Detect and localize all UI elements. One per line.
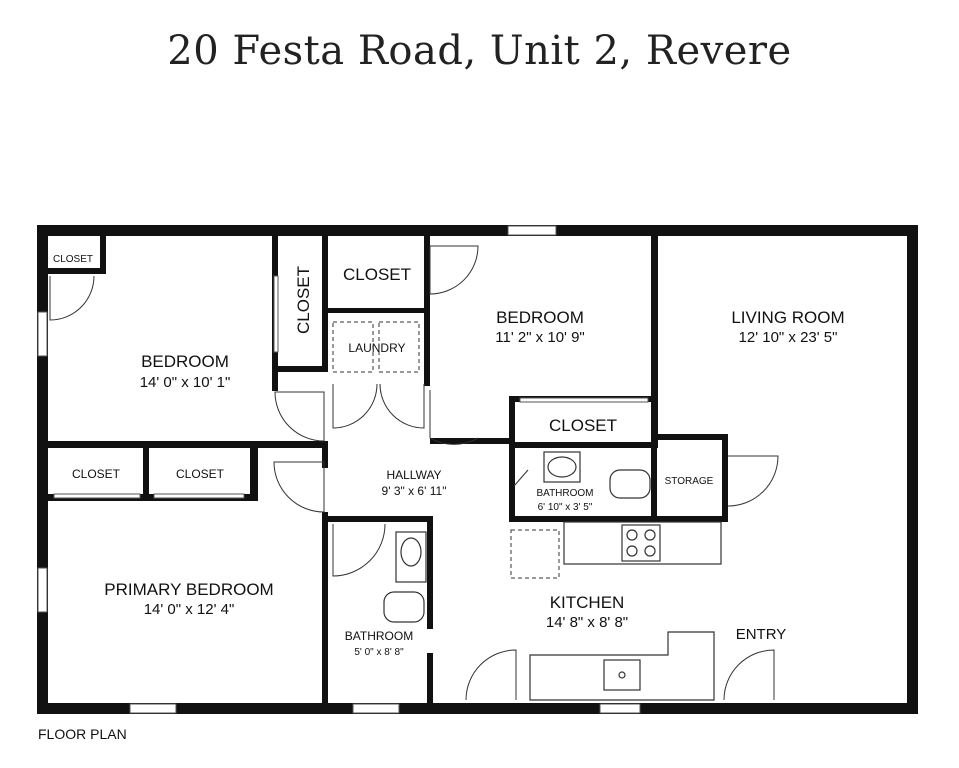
bedroom-left-name: BEDROOM	[141, 352, 229, 371]
fixtures	[383, 451, 722, 701]
living-room-name: LIVING ROOM	[731, 308, 844, 327]
laundry-label: LAUNDRY	[348, 341, 405, 355]
living-room-dims: 12' 10" x 23' 5"	[739, 329, 838, 346]
closet-doors	[53, 275, 649, 499]
closet-top-label: CLOSET	[343, 265, 411, 284]
kitchen-dims: 14' 8" x 8' 8"	[546, 614, 628, 631]
page-title: 20 Festa Road, Unit 2, Revere	[167, 28, 792, 74]
bathroom-upper-dims: 6' 10" x 3' 5"	[538, 502, 593, 513]
room-labels: CLOSET CLOSET CLOSET LAUNDRY BEDROOM 14'…	[53, 254, 845, 658]
hallway-name: HALLWAY	[386, 468, 441, 482]
storage-label: STORAGE	[665, 476, 714, 487]
windows	[37, 225, 641, 714]
closet-small-label: CLOSET	[53, 254, 93, 265]
primary-bedroom-name: PRIMARY BEDROOM	[104, 580, 273, 599]
bathroom-upper-name: BATHROOM	[536, 488, 593, 499]
kitchen-name: KITCHEN	[550, 593, 625, 612]
bathroom-lower-dims: 5' 0" x 8' 8"	[354, 647, 404, 658]
laundry-machines	[332, 321, 420, 373]
closet-vertical-label: CLOSET	[294, 266, 313, 334]
bedroom-left-dims: 14' 0" x 10' 1"	[140, 374, 231, 391]
closet-b-label: CLOSET	[176, 467, 225, 481]
bedroom-center-name: BEDROOM	[496, 308, 584, 327]
hallway-dims: 9' 3" x 6' 11"	[382, 484, 447, 498]
primary-bedroom-dims: 14' 0" x 12' 4"	[144, 601, 235, 618]
closet-a-label: CLOSET	[72, 467, 121, 481]
closet-center-label: CLOSET	[549, 416, 617, 435]
exterior-walls	[37, 225, 918, 714]
floor-plan-caption: FLOOR PLAN	[38, 726, 127, 742]
entry-label: ENTRY	[736, 626, 787, 643]
bathroom-lower-name: BATHROOM	[345, 629, 413, 643]
bedroom-center-dims: 11' 2" x 10' 9"	[495, 329, 585, 346]
doors	[49, 245, 779, 701]
